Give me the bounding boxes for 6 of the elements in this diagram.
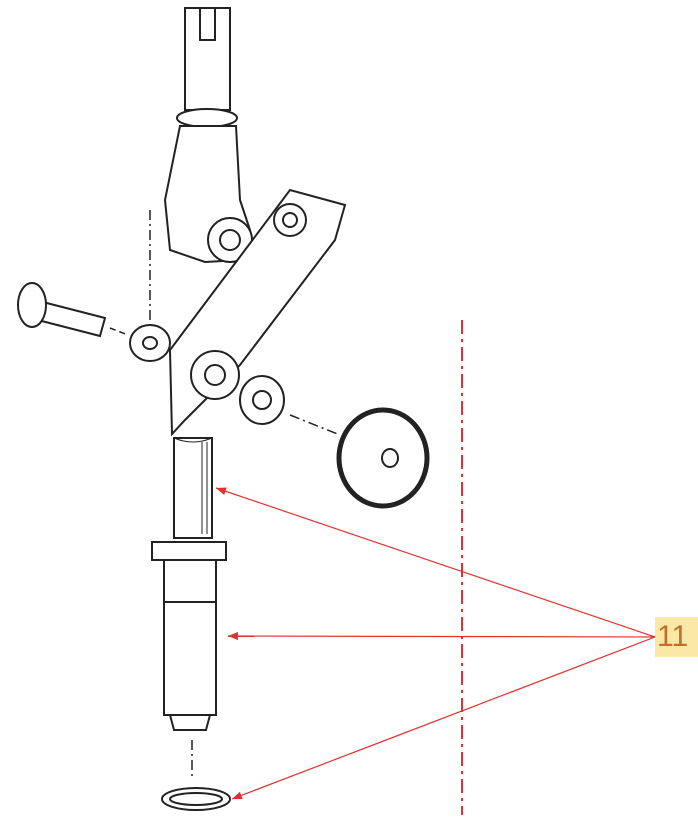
leader-line (228, 632, 655, 640)
bushing-drawing (150, 540, 228, 732)
leader-line (216, 487, 656, 638)
leader-line (232, 636, 656, 800)
washer-drawing (160, 786, 232, 812)
callout-number: 11 (655, 617, 698, 657)
